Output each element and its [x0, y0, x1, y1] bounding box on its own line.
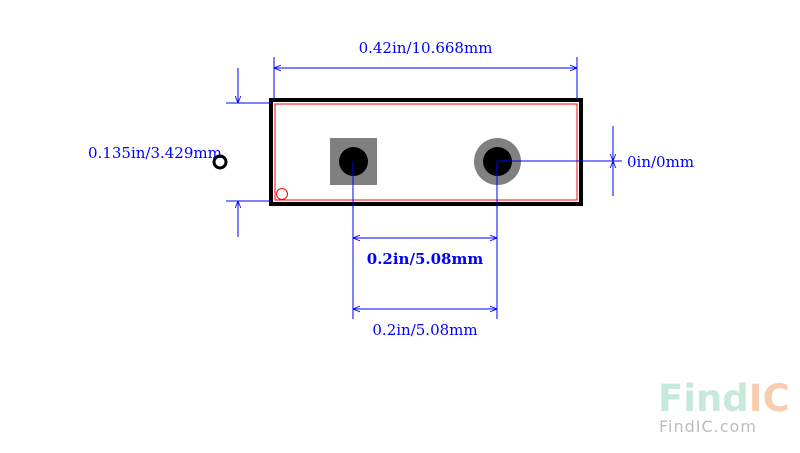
watermark-site: FindIC.com: [659, 417, 757, 436]
watermark-logo: FindIC: [658, 377, 790, 420]
width-label: 0.42in/10.668mm: [359, 39, 493, 57]
component-outline: [269, 98, 583, 206]
pin1-marker-icon: [276, 188, 288, 200]
height-dimension: 0.135in/3.429mm: [88, 68, 271, 237]
origin-marker-icon: [212, 154, 228, 170]
findic-watermark: FindIC FindIC.com: [658, 377, 790, 436]
pitch-label-2: 0.2in/5.08mm: [372, 321, 477, 339]
pitch-label-1: 0.2in/5.08mm: [367, 250, 484, 268]
width-dimension: 0.42in/10.668mm: [273, 39, 578, 100]
height-label: 0.135in/3.429mm: [88, 144, 222, 162]
pitch-dimension-2: 0.2in/5.08mm: [353, 309, 497, 339]
courtyard-outline: [274, 103, 578, 201]
offset-label: 0in/0mm: [627, 153, 694, 171]
offset-dimension: 0in/0mm: [497, 126, 694, 196]
pitch-dimension-1: 0.2in/5.08mm: [352, 161, 498, 319]
